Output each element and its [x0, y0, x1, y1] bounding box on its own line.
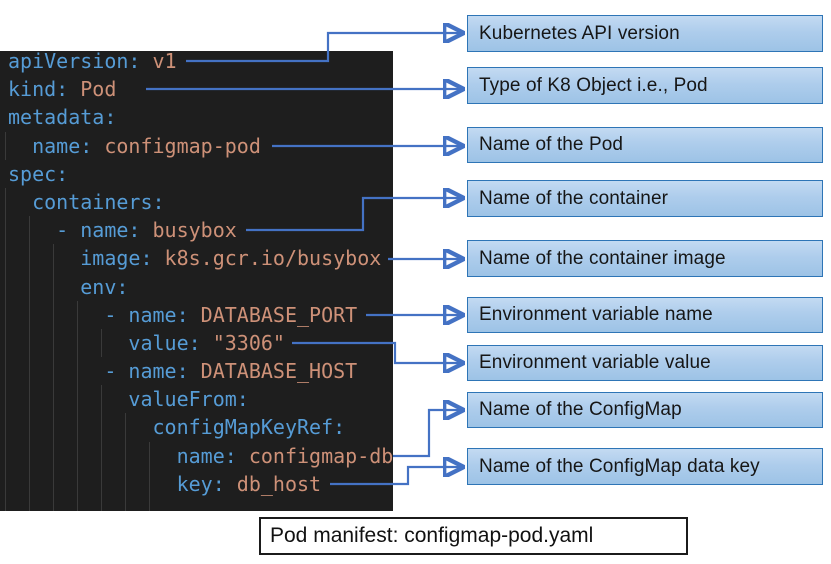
code-line: apiVersion: v1 — [8, 51, 177, 73]
code-line: image: k8s.gcr.io/busybox — [0, 244, 393, 273]
code-line: configMapKeyRef: — [0, 413, 393, 442]
code-line: - name: DATABASE_PORT — [0, 300, 393, 329]
code-line: containers: — [0, 187, 393, 217]
annotation-kubernetes-api-version: Kubernetes API version — [467, 15, 823, 52]
code-line: - name: DATABASE_HOST — [0, 357, 393, 386]
code-line: value: "3306" — [0, 328, 393, 358]
annotation-k8-object-type: Type of K8 Object i.e., Pod — [467, 67, 823, 104]
yaml-code-block: apiVersion: v1 kind: Pod metadata: name: c… — [0, 51, 393, 511]
manifest-caption: Pod manifest: configmap-pod.yaml — [259, 517, 688, 555]
annotation-configmap-name: Name of the ConfigMap — [467, 392, 823, 428]
connector-configmap-name — [393, 410, 462, 458]
code-line: - name: busybox — [0, 216, 393, 245]
annotation-container-name: Name of the container — [467, 180, 823, 217]
code-line: metadata: — [8, 105, 117, 130]
yaml-code-lines: apiVersion: v1 kind: Pod metadata: name: c… — [0, 51, 393, 511]
annotation-pod-name: Name of the Pod — [467, 127, 823, 163]
code-line: valueFrom: — [0, 385, 393, 414]
code-line: name: configmap-db — [0, 441, 393, 470]
annotation-container-image: Name of the container image — [467, 240, 823, 277]
annotation-env-variable-value: Environment variable value — [467, 345, 823, 381]
code-line: name: configmap-pod — [0, 131, 393, 160]
code-line: spec: — [8, 161, 69, 186]
code-line: env: — [0, 272, 393, 301]
code-line — [0, 498, 393, 511]
code-line: key: db_host — [0, 469, 393, 498]
annotation-env-variable-name: Environment variable name — [467, 297, 823, 333]
annotation-configmap-data-key: Name of the ConfigMap data key — [467, 448, 823, 485]
code-line: kind: Pod — [8, 77, 117, 102]
